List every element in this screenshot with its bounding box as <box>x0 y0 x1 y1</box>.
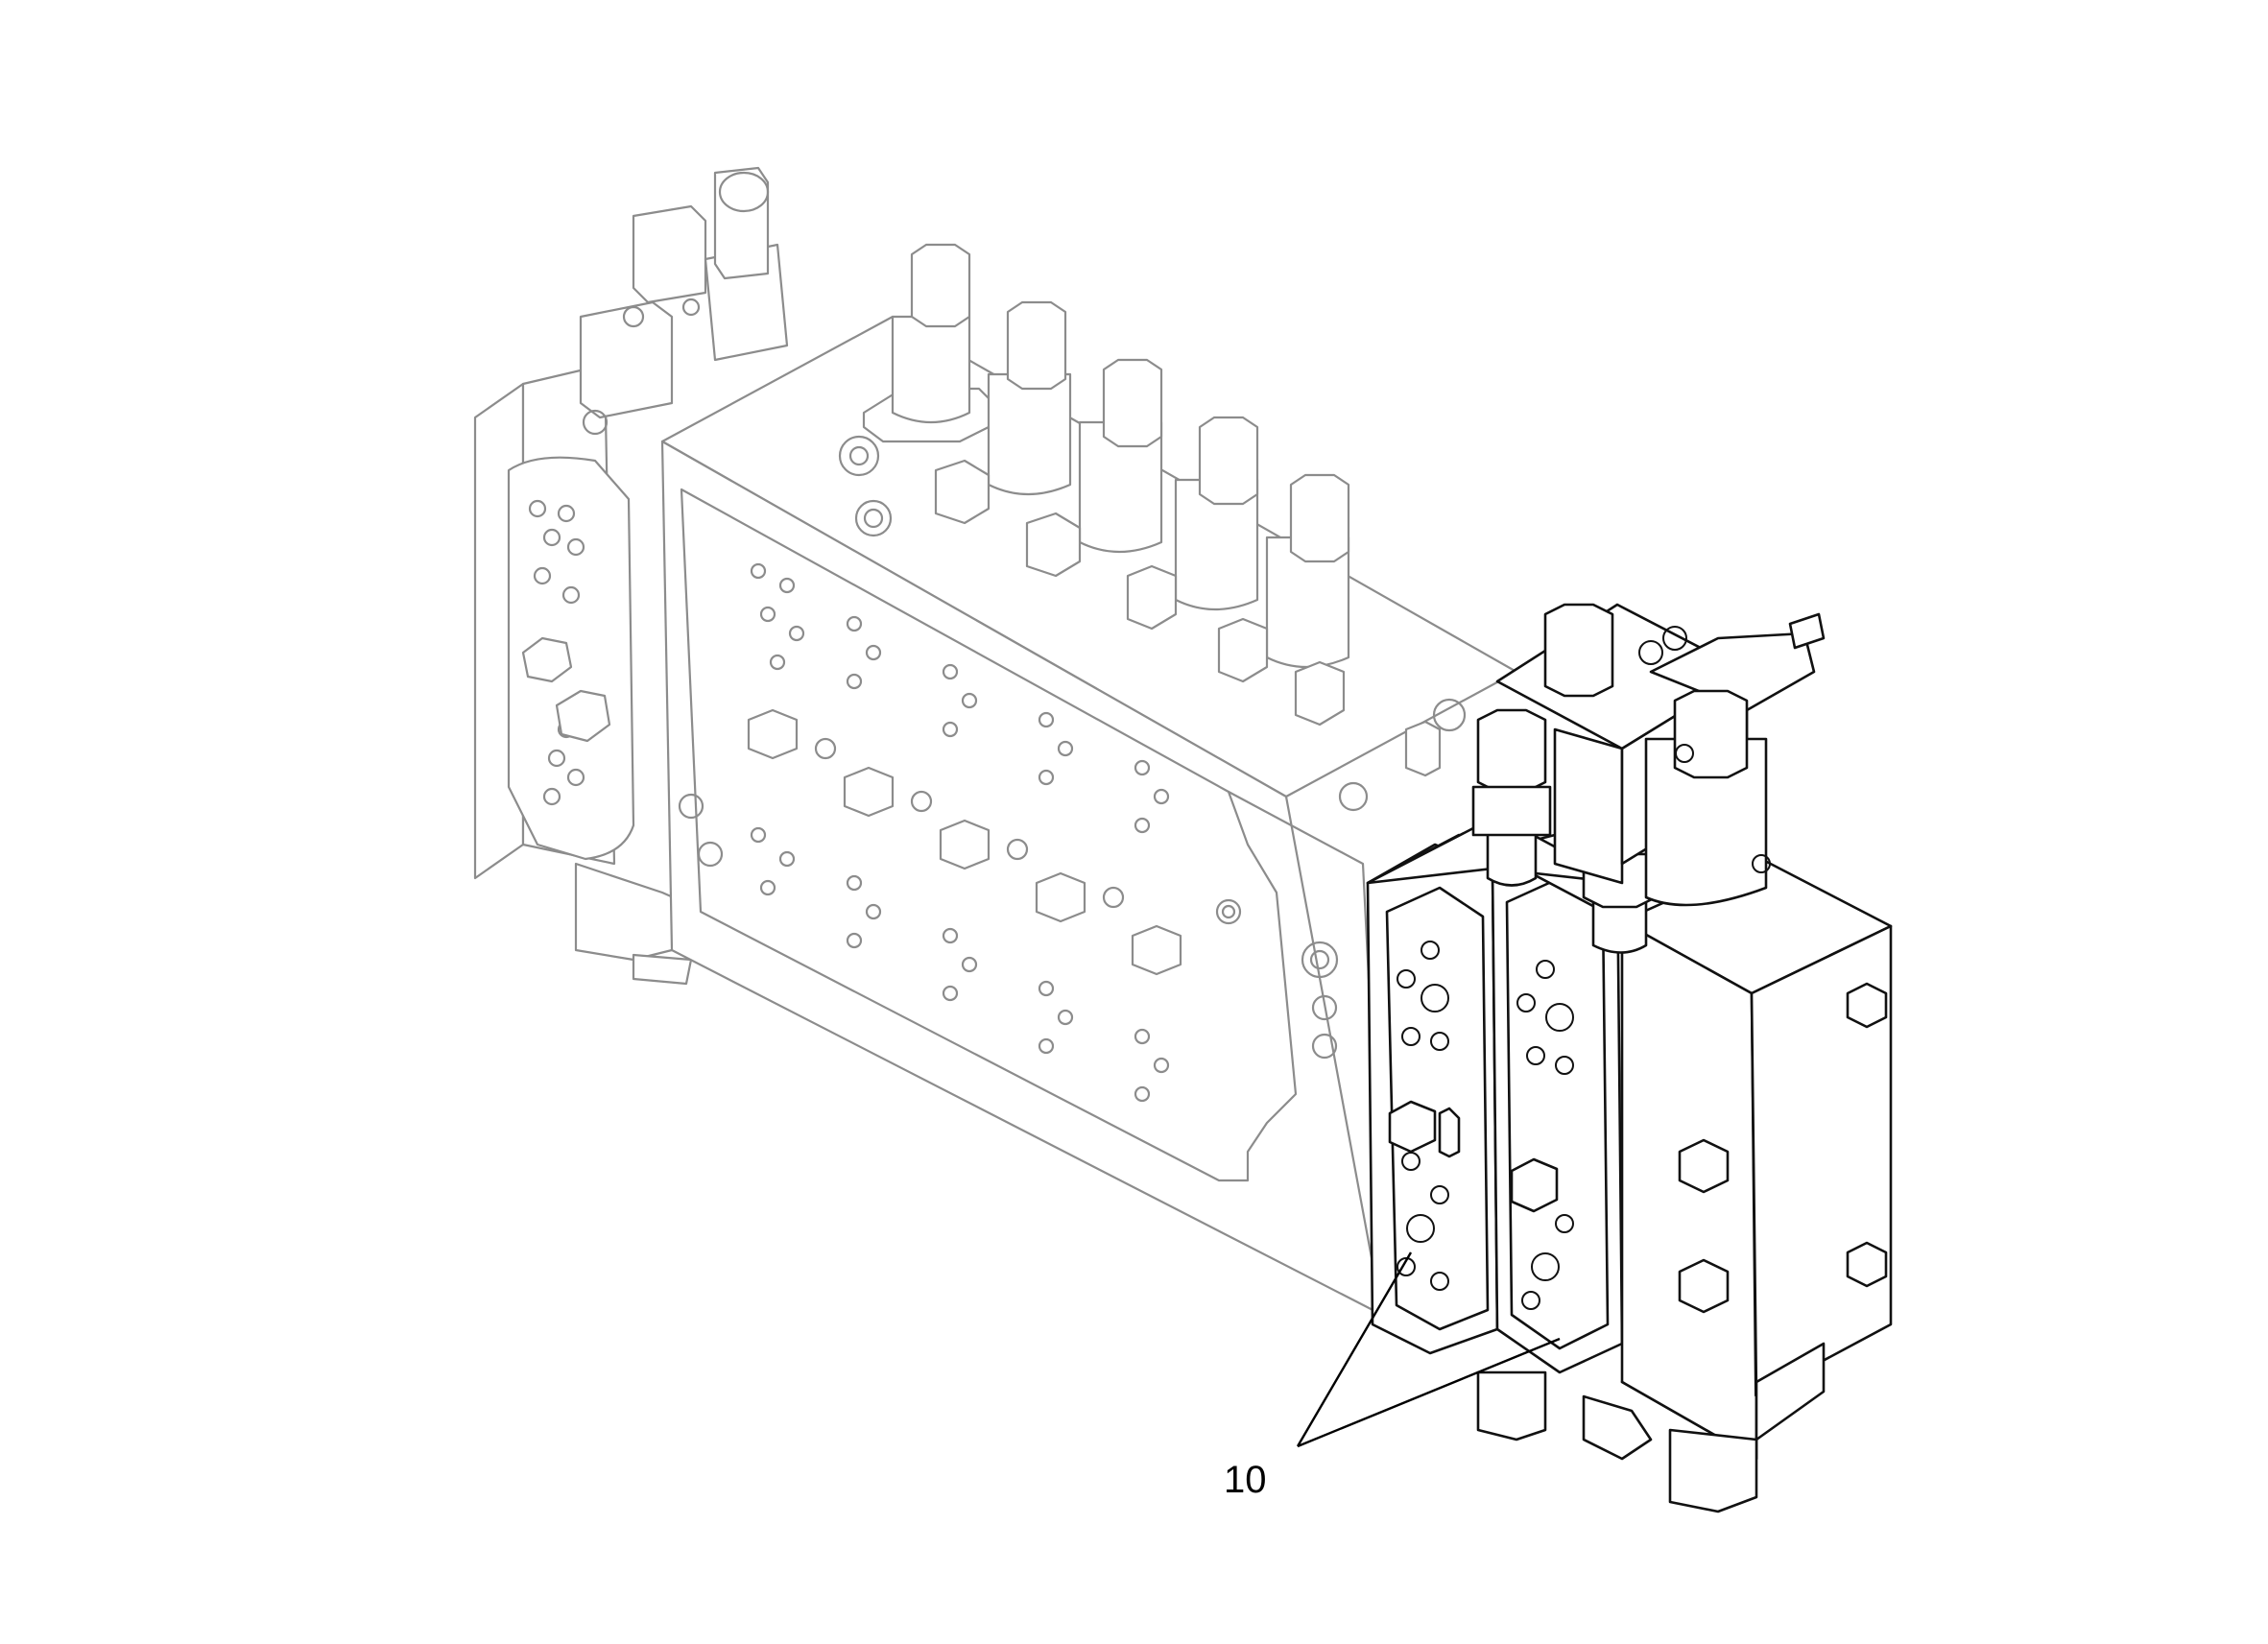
front-face-ports <box>678 562 1242 1103</box>
end-cover-bolts <box>1678 982 1888 1314</box>
front-face-plugs <box>747 708 1182 976</box>
leader-line-1 <box>1296 1251 1413 1447</box>
leader-line-2 <box>1297 1337 1561 1448</box>
main-valve-block <box>473 166 1518 1317</box>
callout-10: 10 <box>1224 1251 1561 1501</box>
callout-label-10: 10 <box>1224 1459 1267 1501</box>
section-cartridges <box>838 243 1467 812</box>
highlighted-valve-sections <box>1366 603 1893 1513</box>
